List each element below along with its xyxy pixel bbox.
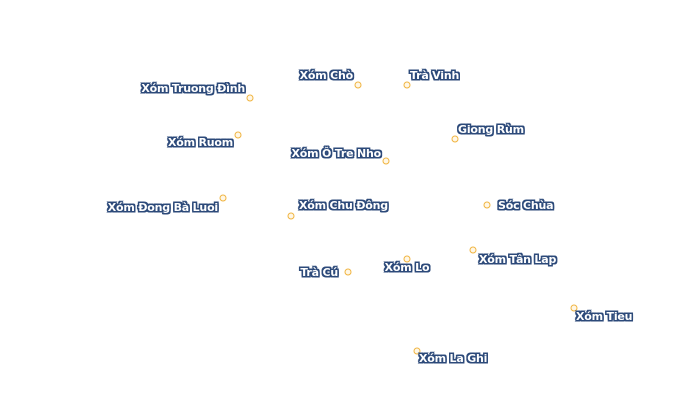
place-label: Sóc Chùa — [498, 199, 554, 212]
place-marker-icon[interactable] — [234, 131, 242, 139]
place-label: Xóm Lo — [384, 261, 430, 274]
place-label: Xóm La Ghi — [419, 352, 488, 365]
place-label: Xóm Ô Tre Nho — [291, 147, 381, 160]
place-label: Xóm Tân Lap — [479, 253, 557, 266]
place-marker-icon[interactable] — [403, 81, 411, 89]
place-label: Xóm Chu Đông — [299, 199, 388, 212]
place-label: Giong Rùm — [458, 123, 524, 136]
place-marker-icon[interactable] — [246, 94, 254, 102]
place-marker-icon[interactable] — [382, 157, 390, 165]
place-label: Xóm Đong Bà Luoi — [107, 201, 218, 214]
place-marker-icon[interactable] — [469, 246, 477, 254]
place-marker-icon[interactable] — [219, 194, 227, 202]
place-marker-icon[interactable] — [287, 212, 295, 220]
place-marker-icon[interactable] — [483, 201, 491, 209]
place-marker-icon[interactable] — [570, 304, 578, 312]
place-label: Xóm Truong Đình — [141, 82, 245, 95]
place-marker-icon[interactable] — [344, 268, 352, 276]
place-marker-icon[interactable] — [413, 347, 421, 355]
place-label: Xóm Ruom — [167, 136, 233, 149]
place-marker-icon[interactable] — [354, 81, 362, 89]
place-label: Xóm Chò — [299, 69, 354, 82]
place-label: Xóm Tieu — [576, 310, 633, 323]
place-label: Trà Vinh — [410, 69, 460, 82]
place-marker-icon[interactable] — [403, 255, 411, 263]
place-label: Trà Cú — [300, 266, 338, 279]
place-marker-icon[interactable] — [451, 135, 459, 143]
